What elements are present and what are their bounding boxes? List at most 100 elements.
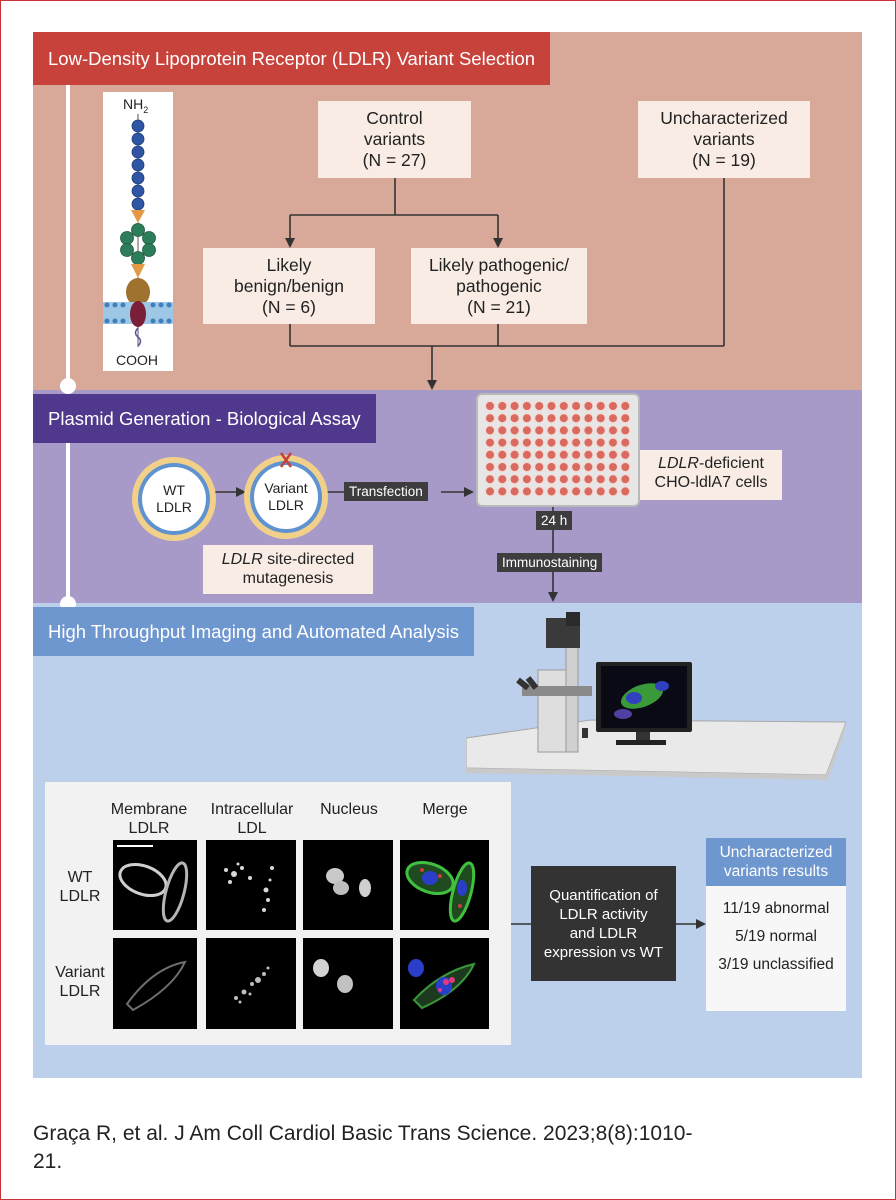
plate-well [509,461,520,473]
assay-header: Plasmid Generation - Biological Assay [33,394,376,443]
plate-well [509,449,520,461]
immunostaining-label: Immunostaining [497,553,603,572]
plate-well [497,461,508,473]
plate-well [570,413,582,424]
plate-well [546,473,557,485]
result-normal: 5/19 normal [735,928,817,945]
plate-well [521,425,533,436]
plate-well [607,486,619,497]
plate-well [570,425,582,436]
plate-well [607,473,619,485]
plate-well [497,425,508,436]
plate-well [595,473,606,485]
variant-merge-image [400,938,489,1029]
plate-well [497,437,508,448]
plate-well [570,437,582,448]
cells-caption: LDLR-deficient CHO-ldlA7 cells [640,450,782,500]
variant-nucleus-image [303,938,393,1029]
plate-well [509,473,520,485]
wt-merge-image [400,840,489,930]
mutagenesis-caption: LDLR site-directed mutagenesis [203,545,373,594]
plate-well [607,437,619,448]
plate-well [607,400,619,412]
plate-well [558,473,570,485]
plate-well [509,486,520,497]
plate-well [620,437,631,448]
plate-well [595,461,606,473]
plate-well [607,449,619,461]
plate-well [509,400,520,412]
plate-well [620,400,631,412]
plate-well [534,449,545,461]
col-nucleus: Nucleus [320,801,378,818]
plate-well [595,437,606,448]
plate-well [570,486,582,497]
plate-well [534,413,545,424]
plate-well [484,486,496,497]
wt-intracellular-image [206,840,296,930]
microscope-workstation-icon [466,612,846,780]
plate-well [570,473,582,485]
plate-well [509,437,520,448]
cooh-label: COOH [116,352,158,368]
results-box: Uncharacterized variants results 11/19 a… [706,838,846,1011]
plate-well [534,461,545,473]
variant-membrane-image [113,938,197,1029]
plate-well [583,437,594,448]
plate-well [521,437,533,448]
pathogenic-variants-box: Likely pathogenic/pathogenic(N = 21) [411,248,587,324]
plate-well [570,461,582,473]
plate-well [570,400,582,412]
plate-well [583,486,594,497]
plate-well [546,400,557,412]
plate-well [583,461,594,473]
plate-well [497,413,508,424]
wt-membrane-image [113,840,197,930]
plate-well [595,486,606,497]
plate-well [558,425,570,436]
timeline-line [66,85,70,385]
plate-well [607,425,619,436]
plate-well [558,486,570,497]
plate-well [546,461,557,473]
plate-well [484,437,496,448]
plate-well [484,413,496,424]
plate-well [546,449,557,461]
results-header: Uncharacterized variants results [706,838,846,886]
plate-well [583,473,594,485]
plate-well [521,473,533,485]
wt-nucleus-image [303,840,393,930]
plate-well [620,486,631,497]
plate-well [595,425,606,436]
plate-well [558,400,570,412]
plate-well [484,473,496,485]
plate-well [570,449,582,461]
plate-well [620,461,631,473]
col-merge: Merge [422,801,468,818]
plate-well [558,413,570,424]
plate-well [607,461,619,473]
plate-well [521,486,533,497]
plate-well [546,486,557,497]
plate-well [521,413,533,424]
nh2-label: NH2 [123,96,149,115]
citation: Graça R, et al. J Am Coll Cardiol Basic … [33,1122,693,1173]
plate-well [620,449,631,461]
plate-well [521,449,533,461]
variant-intracellular-image [206,938,296,1029]
plate-well [484,400,496,412]
plate-well [583,425,594,436]
plate-well [558,437,570,448]
plate-well [497,486,508,497]
plate-well [484,449,496,461]
receptor-domains-icon [103,114,173,347]
plate-well [484,425,496,436]
